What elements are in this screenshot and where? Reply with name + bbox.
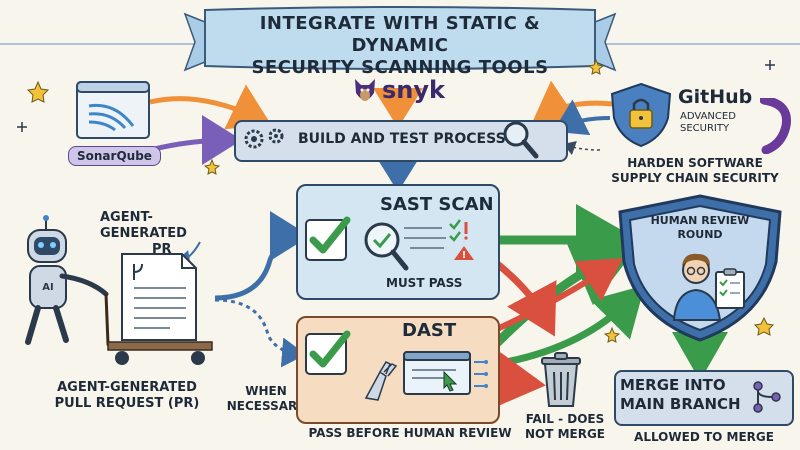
harden-supply-chain-label: HARDEN SOFTWARE SUPPLY CHAIN SECURITY: [611, 156, 779, 185]
human-review-round-label: HUMAN REVIEW ROUND: [650, 214, 750, 241]
git-merge-icon: [753, 381, 781, 413]
arrow-sonarqube-to-build: [149, 84, 272, 130]
sparkle-icon: [17, 60, 775, 132]
title-line-2: SECURITY SCANNING TOOLS: [251, 57, 549, 78]
trash-can-icon: [541, 352, 581, 407]
allowed-to-merge-label: ALLOWED TO MERGE: [634, 430, 774, 444]
arrow-sast-fail-to-trash: [492, 259, 557, 337]
arrow-pr-to-sast: [214, 211, 310, 301]
title-banner: [183, 6, 617, 72]
sast-scan-title: SAST SCAN: [380, 194, 494, 215]
arrow-dast-fail-cross: [493, 258, 623, 333]
magnifier-icon: [503, 121, 539, 159]
sast-scan-code-icon: !: [364, 219, 474, 271]
octocat-tentacle-icon: [760, 98, 792, 154]
sonarqube-window-icon: [76, 81, 150, 139]
robot-ai-label: AI: [42, 282, 53, 293]
arrow-dast-fail-to-trash: [494, 352, 546, 408]
sast-must-pass-label: MUST PASS: [386, 276, 463, 290]
title-line-1: INTEGRATE WITH STATIC & DYNAMIC: [259, 13, 541, 56]
human-review-shield: [618, 194, 782, 342]
when-necessary-label: WHEN NECESSARY: [226, 384, 306, 413]
sonarqube-badge: SonarQube: [68, 146, 161, 166]
fail-does-not-merge-label: FAIL - DOES NOT MERGE: [524, 412, 606, 441]
arrow-sonarqube-lower-to-build: [149, 115, 242, 166]
svg-text:!: !: [462, 250, 467, 261]
gears-icon: [244, 128, 284, 149]
build-and-test-label: BUILD AND TEST PROCESS: [298, 131, 506, 147]
github-advanced-security-label: ADVANCED SECURITY: [680, 111, 736, 134]
page-title: INTEGRATE WITH STATIC & DYNAMIC SECURITY…: [210, 13, 590, 79]
dast-pass-before-review-label: PASS BEFORE HUMAN REVIEW: [308, 426, 512, 440]
dast-checkbox-icon: [305, 330, 351, 375]
dast-title: DAST: [402, 320, 457, 341]
snyk-dog-icon: [355, 79, 375, 101]
github-name: GitHub: [678, 86, 753, 108]
robot-with-cart-illustration: AI: [25, 215, 213, 365]
dast-robot-hand-browser-icon: [364, 351, 488, 401]
github-shield-lock-icon: [610, 82, 672, 148]
snyk-logo-text: snyk: [382, 76, 445, 104]
merge-into-main-box: [614, 370, 794, 426]
agent-pull-request-caption: AGENT-GENERATED PULL REQUEST (PR): [54, 380, 200, 411]
arrow-harden-to-build: [563, 140, 601, 156]
merge-into-main-label: MERGE INTO MAIN BRANCH: [620, 376, 741, 413]
sast-checkbox-icon: [305, 216, 351, 261]
